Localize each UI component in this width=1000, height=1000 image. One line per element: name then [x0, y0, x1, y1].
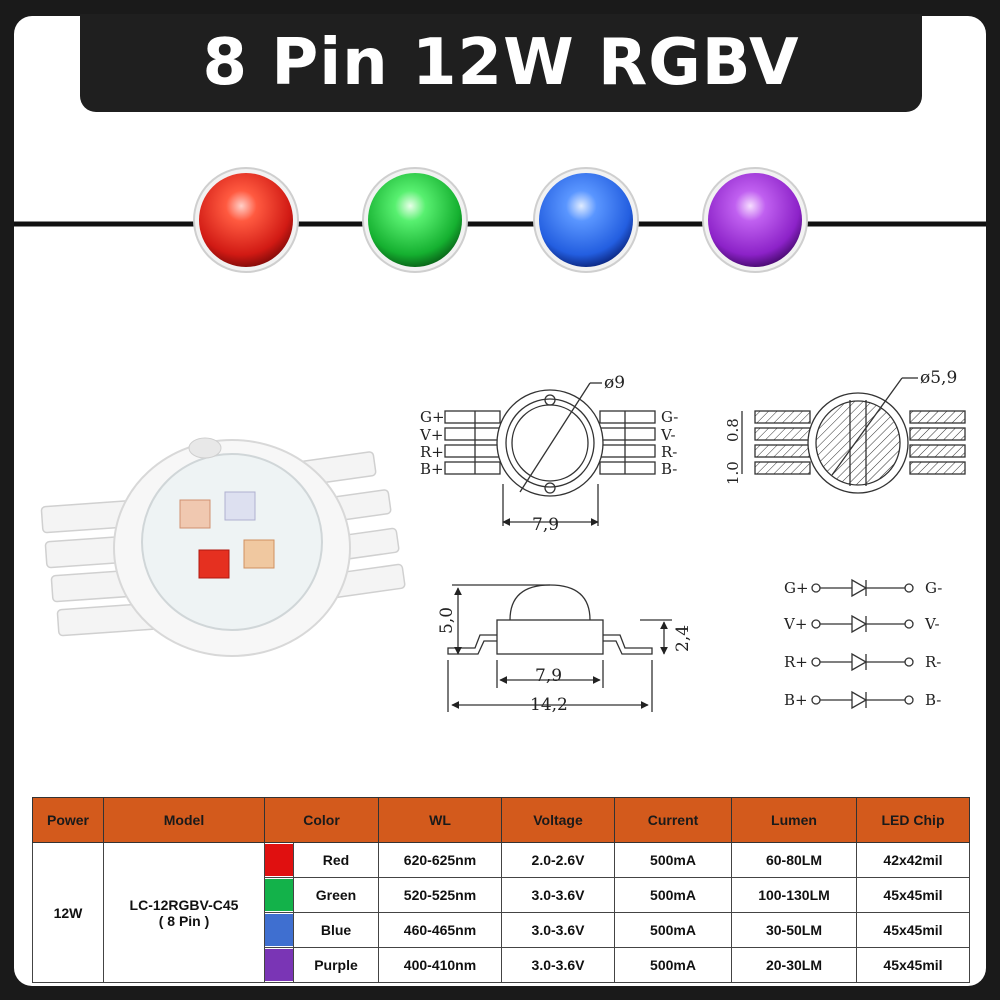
wl-cell: 620-625nm [378, 842, 502, 878]
lens-base-label: 7,9 [535, 666, 562, 686]
height-label: 5,0 [437, 607, 457, 634]
chip-cell: 45x45mil [856, 912, 970, 948]
blue-swatch [265, 914, 293, 946]
voltage-cell: 2.0-2.6V [501, 842, 615, 878]
red-swatch [265, 844, 293, 876]
svg-text:V-: V- [660, 426, 676, 444]
outer-diameter-label: ø9 [604, 373, 625, 393]
red-led-icon [193, 167, 299, 273]
page-title: 8 Pin 12W RGBV [202, 26, 800, 100]
svg-text:G+: G+ [784, 579, 809, 597]
body-width-label: 7,9 [532, 515, 559, 535]
color-cell: Blue [293, 912, 379, 948]
svg-text:R+: R+ [420, 443, 444, 461]
header-lumen: Lumen [731, 797, 857, 843]
chip-cell: 45x45mil [856, 877, 970, 913]
svg-text:R-: R- [661, 443, 677, 461]
lumen-cell: 100-130LM [731, 877, 857, 913]
voltage-cell: 3.0-3.6V [501, 877, 615, 913]
lumen-cell: 60-80LM [731, 842, 857, 878]
led-product-photo [40, 437, 406, 657]
svg-text:B+: B+ [420, 460, 444, 478]
svg-text:R+: R+ [784, 653, 808, 671]
header-color: Color [264, 797, 379, 843]
chip-cell: 45x45mil [856, 947, 970, 983]
table-row: 12W LC-12RGBV-C45 ( 8 Pin ) Red 620-625n… [32, 842, 970, 983]
lumen-cell: 30-50LM [731, 912, 857, 948]
top-view-drawing [444, 382, 656, 526]
svg-text:V-: V- [924, 615, 940, 633]
wl-cell: 520-525nm [378, 877, 502, 913]
header-model: Model [103, 797, 265, 843]
current-cell: 500mA [614, 877, 732, 913]
current-cell: 500mA [614, 947, 732, 983]
table-header-row: Power Model Color WL Voltage Current Lum… [32, 797, 970, 843]
wl-cell: 400-410nm [378, 947, 502, 983]
color-cell: Green [293, 877, 379, 913]
green-led-icon [362, 167, 468, 273]
blue-led-icon [533, 167, 639, 273]
svg-text:V+: V+ [783, 615, 807, 633]
header-power: Power [32, 797, 104, 843]
header-current: Current [614, 797, 732, 843]
header-voltage: Voltage [501, 797, 615, 843]
lumen-cell: 20-30LM [731, 947, 857, 983]
header-wl: WL [378, 797, 502, 843]
svg-text:B-: B- [661, 460, 677, 478]
base-height-label: 2,4 [673, 625, 693, 652]
voltage-cell: 3.0-3.6V [501, 912, 615, 948]
pin-label: G+ [420, 408, 445, 426]
lens-diameter-label: ø5,9 [920, 368, 957, 388]
power-cell: 12W [32, 842, 104, 983]
model-name: LC-12RGBV-C45 [129, 896, 239, 913]
total-length-label: 14,2 [530, 695, 568, 715]
svg-text:V+: V+ [419, 426, 443, 444]
circuit-diagram [811, 578, 914, 710]
section-view-drawing [741, 377, 966, 494]
title-banner: 8 Pin 12W RGBV [80, 14, 922, 112]
color-cell: Purple [293, 947, 379, 983]
green-swatch [265, 879, 293, 911]
svg-text:G-: G- [661, 408, 678, 426]
purple-swatch [265, 949, 293, 981]
chip-cell: 42x42mil [856, 842, 970, 878]
svg-text:B+: B+ [784, 691, 808, 709]
purple-led-icon [702, 167, 808, 273]
current-cell: 500mA [614, 912, 732, 948]
voltage-cell: 3.0-3.6V [501, 947, 615, 983]
pitch-10-label: 1.0 [724, 461, 742, 485]
side-view-drawing [447, 584, 672, 712]
wl-cell: 460-465nm [378, 912, 502, 948]
color-cell: Red [293, 842, 379, 878]
svg-text:B-: B- [925, 691, 941, 709]
pitch-08-label: 0.8 [724, 418, 742, 442]
model-cell: LC-12RGBV-C45 ( 8 Pin ) [103, 842, 265, 983]
current-cell: 500mA [614, 842, 732, 878]
table-row: Green 520-525nm 3.0-3.6V 500mA 100-130LM… [33, 877, 970, 913]
header-led-chip: LED Chip [856, 797, 970, 843]
table-row: Purple 400-410nm 3.0-3.6V 500mA 20-30LM … [33, 947, 970, 983]
svg-text:R-: R- [925, 653, 941, 671]
svg-text:G-: G- [925, 579, 942, 597]
diagram-canvas: G+ V+ R+ B+ G- V- R- B- ø9 7,9 ø5,9 0.8 … [14, 167, 986, 715]
model-sub: ( 8 Pin ) [158, 912, 210, 929]
spec-table: Power Model Color WL Voltage Current Lum… [32, 797, 970, 983]
